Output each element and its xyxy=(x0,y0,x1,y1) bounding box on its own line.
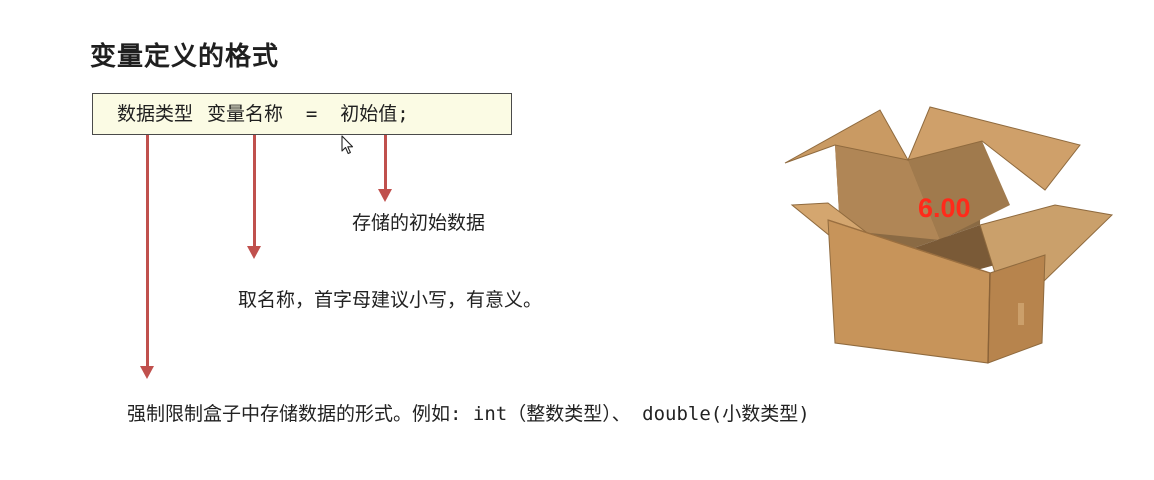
syntax-type-part: 数据类型 xyxy=(117,103,194,125)
syntax-equals: = xyxy=(305,103,318,125)
arrow-type xyxy=(140,135,154,379)
box-value-label: 6.00 xyxy=(918,193,971,223)
arrow-name xyxy=(247,135,261,259)
note-type-rule: 强制限制盒子中存储数据的形式。例如: int（整数类型）、 double(小数类… xyxy=(127,403,810,425)
note-name-rule: 取名称，首字母建议小写，有意义。 xyxy=(238,289,543,311)
syntax-init-part: 初始值; xyxy=(340,103,409,125)
mouse-pointer-icon xyxy=(341,135,355,159)
syntax-box: 数据类型变量名称 = 初始值; xyxy=(92,93,512,135)
cardboard-box-image xyxy=(780,105,1120,365)
syntax-name-part: 变量名称 xyxy=(207,103,284,125)
arrow-init xyxy=(378,135,392,202)
note-init-value: 存储的初始数据 xyxy=(352,212,486,234)
page-title: 变量定义的格式 xyxy=(90,42,280,72)
